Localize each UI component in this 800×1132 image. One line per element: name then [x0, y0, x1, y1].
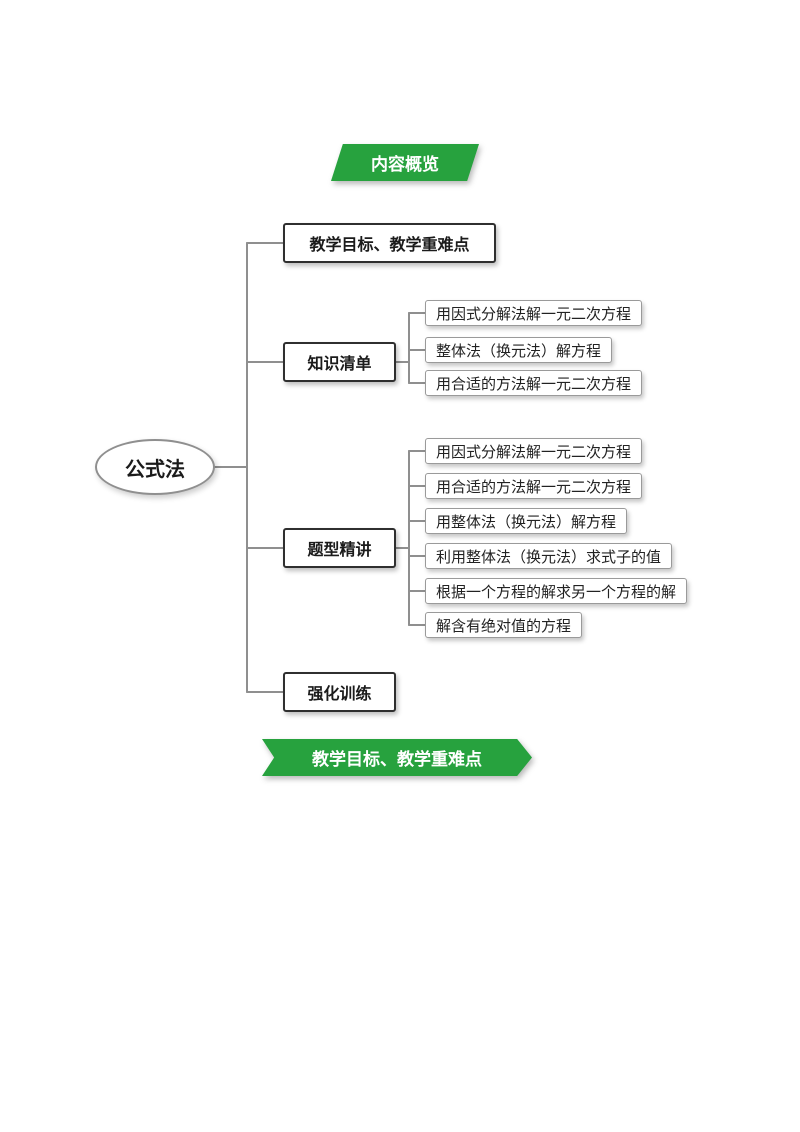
branch-node-objectives: 教学目标、教学重难点 [283, 223, 496, 263]
leaf-node: 根据一个方程的解求另一个方程的解 [425, 578, 688, 604]
leaf-label: 解含有绝对值的方程 [436, 617, 572, 635]
branch-label: 强化训练 [307, 686, 372, 703]
branch-label: 知识清单 [307, 356, 372, 373]
leaf-node: 整体法（换元法）解方程 [425, 337, 613, 363]
branch-node-training: 强化训练 [283, 672, 396, 712]
banner-top-ribbon: 内容概览 [331, 144, 479, 181]
banner-top-label: 内容概览 [371, 155, 439, 174]
root-node-label: 公式法 [125, 458, 185, 481]
leaf-node: 用因式分解法解一元二次方程 [425, 300, 643, 326]
leaf-node: 利用整体法（换元法）求式子的值 [425, 543, 673, 569]
leaf-label: 用合适的方法解一元二次方程 [436, 478, 632, 496]
leaf-node: 用因式分解法解一元二次方程 [425, 438, 643, 464]
leaf-label: 用因式分解法解一元二次方程 [436, 443, 632, 461]
root-node: 公式法 [95, 439, 215, 495]
banner-bottom-label: 教学目标、教学重难点 [312, 750, 482, 769]
leaf-node: 用合适的方法解一元二次方程 [425, 473, 643, 499]
leaf-label: 利用整体法（换元法）求式子的值 [436, 548, 662, 566]
leaf-node: 解含有绝对值的方程 [425, 612, 583, 638]
banner-bottom-ribbon: 教学目标、教学重难点 [262, 739, 532, 776]
branch-node-problem-types: 题型精讲 [283, 528, 396, 568]
banner-top: 内容概览 [331, 144, 479, 181]
leaf-label: 用因式分解法解一元二次方程 [436, 305, 632, 323]
branch-node-knowledge-list: 知识清单 [283, 342, 396, 382]
leaf-label: 根据一个方程的解求另一个方程的解 [436, 583, 677, 601]
leaf-label: 用合适的方法解一元二次方程 [436, 375, 632, 393]
leaf-node: 用整体法（换元法）解方程 [425, 508, 628, 534]
leaf-label: 整体法（换元法）解方程 [436, 342, 602, 360]
leaf-label: 用整体法（换元法）解方程 [436, 513, 617, 531]
leaf-node: 用合适的方法解一元二次方程 [425, 370, 643, 396]
branch-label: 题型精讲 [307, 542, 372, 559]
banner-bottom: 教学目标、教学重难点 [262, 739, 532, 776]
branch-label: 教学目标、教学重难点 [309, 237, 470, 254]
